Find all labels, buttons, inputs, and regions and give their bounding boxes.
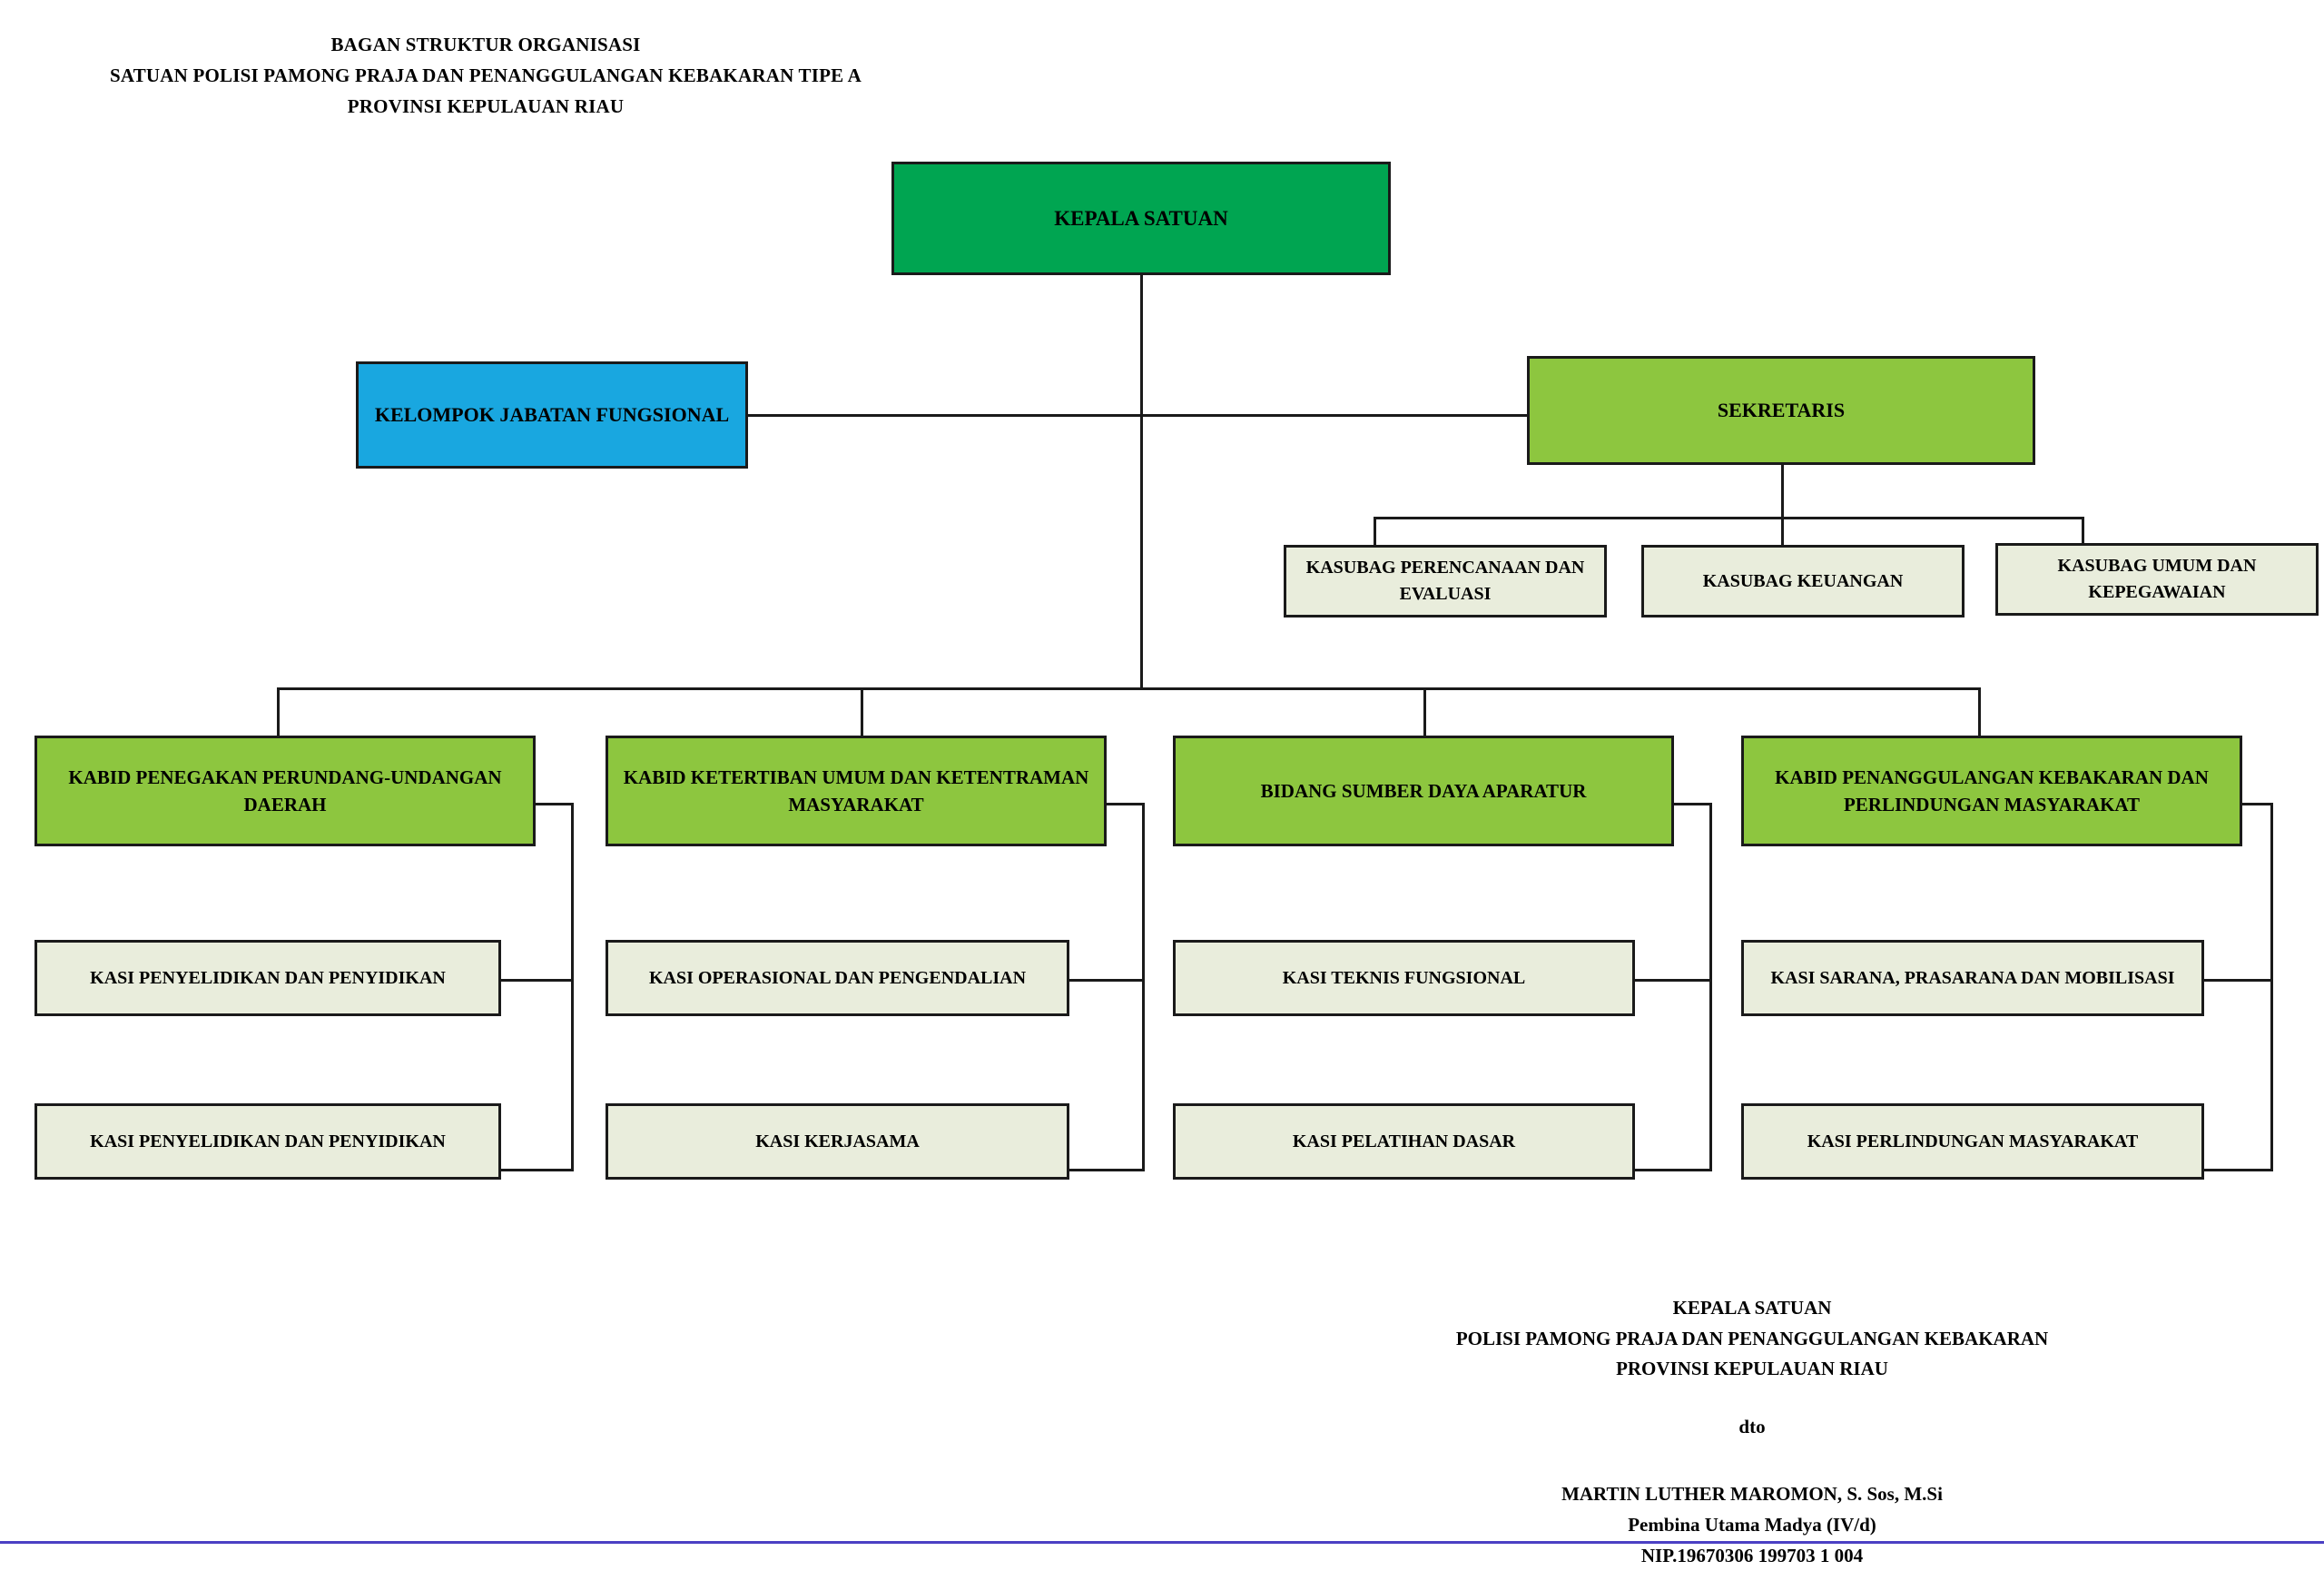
connector-d4-stub [2233,803,2273,805]
connector-d1-branch-2 [499,1169,574,1171]
chart-title-line-3: PROVINSI KEPULAUAN RIAU [347,95,625,118]
connector-division-bus [277,687,1981,690]
connector-d3-spine [1709,803,1712,1171]
connector-d2-branch-1 [1069,979,1145,982]
node-kasubag-umum-dan-kepegawaian[interactable]: KASUBAG UMUM DAN KEPEGAWAIAN [1995,543,2319,616]
connector-d1-spine [571,803,574,1171]
chart-title-line-1: BAGAN STRUKTUR ORGANISASI [330,34,641,55]
signature-nip: NIP.19670306 199703 1 004 [1640,1544,1864,1566]
footer-rule [0,1541,2324,1544]
signature-org: KEPALA SATUAN POLISI PAMONG PRAJA DAN PE… [1344,1293,2161,1385]
connector-d3-stub [1672,803,1712,805]
signature-name-block: MARTIN LUTHER MAROMON, S. Sos, M.Si Pemb… [1344,1478,2161,1571]
chart-title-line-2: SATUAN POLISI PAMONG PRAJA DAN PENANGGUL… [110,64,862,87]
signature-rank: Pembina Utama Madya (IV/d) [1628,1513,1876,1536]
connector-d2-spine [1142,803,1145,1171]
connector-d3-branch-1 [1635,979,1712,982]
connector-subsection-drop-3 [2082,517,2084,546]
node-kabid-ketertiban-umum-dan-ketentraman-masyarakat[interactable]: KABID KETERTIBAN UMUM DAN KETENTRAMAN MA… [606,736,1107,846]
connector-d1-stub [534,803,574,805]
node-kasi-operasional-dan-pengendalian[interactable]: KASI OPERASIONAL DAN PENGENDALIAN [606,940,1069,1016]
node-sekretaris[interactable]: SEKRETARIS [1527,356,2035,465]
connector-division-drop-4 [1978,687,1981,737]
connector-subsection-bus [1374,517,2084,519]
node-kasi-penyelidikan-dan-penyidikan-2-label: KASI PENYELIDIKAN DAN PENYIDIKAN [90,1131,446,1151]
node-kasi-penyelidikan-dan-penyidikan-2[interactable]: KASI PENYELIDIKAN DAN PENYIDIKAN [34,1103,501,1180]
connector-d4-branch-1 [2204,979,2273,982]
connector-secretariat-drop [1781,465,1784,519]
signature-org-line-2: POLISI PAMONG PRAJA DAN PENANGGULANGAN K… [1455,1327,2049,1349]
node-kabid-ketertiban-umum-dan-ketentraman-masyarakat-label: KABID KETERTIBAN UMUM DAN KETENTRAMAN MA… [623,766,1089,815]
node-kasubag-keuangan[interactable]: KASUBAG KEUANGAN [1641,545,1965,618]
node-bidang-sumber-daya-aparatur[interactable]: BIDANG SUMBER DAYA APARATUR [1173,736,1674,846]
connector-subsection-drop-1 [1374,517,1376,546]
node-kelompok-jabatan-fungsional-label: KELOMPOK JABATAN FUNGSIONAL [374,403,730,427]
node-kasi-kerjasama-label: KASI KERJASAMA [755,1131,920,1151]
node-kasi-operasional-dan-pengendalian-label: KASI OPERASIONAL DAN PENGENDALIAN [648,967,1027,988]
signature-block: KEPALA SATUAN POLISI PAMONG PRAJA DAN PE… [1344,1293,2161,1571]
signature-org-line-1: KEPALA SATUAN [1672,1297,1832,1319]
node-kasubag-perencanaan-dan-evaluasi-label: KASUBAG PERENCANAAN DAN EVALUASI [1305,558,1585,604]
signature-org-line-3: PROVINSI KEPULAUAN RIAU [1616,1358,1888,1380]
connector-division-drop-2 [861,687,863,737]
connector-division-drop-3 [1423,687,1426,737]
node-kasi-teknis-fungsional[interactable]: KASI TEKNIS FUNGSIONAL [1173,940,1635,1016]
connector-trunk-main [1140,275,1143,689]
node-kasi-teknis-fungsional-label: KASI TEKNIS FUNGSIONAL [1282,967,1526,988]
node-kepala-satuan-label: KEPALA SATUAN [1054,206,1228,230]
connector-d2-branch-2 [1069,1169,1145,1171]
node-kasi-kerjasama[interactable]: KASI KERJASAMA [606,1103,1069,1180]
node-kasubag-umum-dan-kepegawaian-label: KASUBAG UMUM DAN KEPEGAWAIAN [2057,556,2257,602]
node-kasi-sarana-prasarana-dan-mobilisasi-label: KASI SARANA, PRASARANA DAN MOBILISASI [1770,967,2175,988]
connector-subsection-drop-2 [1781,517,1784,546]
node-kasi-penyelidikan-dan-penyidikan-1-label: KASI PENYELIDIKAN DAN PENYIDIKAN [90,967,446,988]
signature-name: MARTIN LUTHER MAROMON, S. Sos, M.Si [1561,1482,1943,1505]
node-kasi-penyelidikan-dan-penyidikan-1[interactable]: KASI PENYELIDIKAN DAN PENYIDIKAN [34,940,501,1016]
node-kasi-pelatihan-dasar[interactable]: KASI PELATIHAN DASAR [1173,1103,1635,1180]
connector-d2-stub [1105,803,1145,805]
connector-d4-spine [2270,803,2273,1171]
node-kabid-penanggulangan-kebakaran-dan-perlindungan-masyarakat-label: KABID PENANGGULANGAN KEBAKARAN DAN PERLI… [1775,766,2209,815]
node-bidang-sumber-daya-aparatur-label: BIDANG SUMBER DAYA APARATUR [1260,779,1587,802]
node-kabid-penanggulangan-kebakaran-dan-perlindungan-masyarakat[interactable]: KABID PENANGGULANGAN KEBAKARAN DAN PERLI… [1741,736,2242,846]
node-kepala-satuan[interactable]: KEPALA SATUAN [891,162,1391,275]
connector-functional-to-secretariat [748,414,1527,417]
connector-d3-branch-2 [1635,1169,1712,1171]
node-kabid-penegakan-perundang-undangan-daerah-label: KABID PENEGAKAN PERUNDANG-UNDANGAN DAERA… [68,766,502,815]
node-kasi-pelatihan-dasar-label: KASI PELATIHAN DASAR [1292,1131,1516,1151]
node-kasi-perlindungan-masyarakat-label: KASI PERLINDUNGAN MASYARAKAT [1807,1131,2139,1151]
chart-title: BAGAN STRUKTUR ORGANISASI SATUAN POLISI … [100,29,872,122]
connector-d4-branch-2 [2204,1169,2273,1171]
node-kasi-sarana-prasarana-dan-mobilisasi[interactable]: KASI SARANA, PRASARANA DAN MOBILISASI [1741,940,2204,1016]
connector-division-drop-1 [277,687,280,737]
node-kasubag-perencanaan-dan-evaluasi[interactable]: KASUBAG PERENCANAAN DAN EVALUASI [1284,545,1607,618]
node-kelompok-jabatan-fungsional[interactable]: KELOMPOK JABATAN FUNGSIONAL [356,361,748,469]
node-kabid-penegakan-perundang-undangan-daerah[interactable]: KABID PENEGAKAN PERUNDANG-UNDANGAN DAERA… [34,736,536,846]
node-sekretaris-label: SEKRETARIS [1717,399,1846,422]
node-kasi-perlindungan-masyarakat[interactable]: KASI PERLINDUNGAN MASYARAKAT [1741,1103,2204,1180]
connector-d1-branch-1 [499,979,574,982]
node-kasubag-keuangan-label: KASUBAG KEUANGAN [1702,570,1904,591]
signature-dto: dto [1738,1415,1766,1438]
